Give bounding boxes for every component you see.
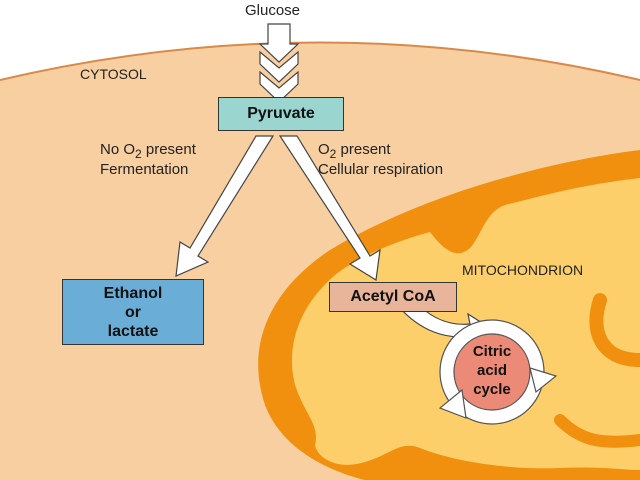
oxygen-text: O bbox=[318, 141, 330, 158]
acetyl-coa-box: Acetyl CoA bbox=[329, 282, 457, 312]
pyruvate-box: Pyruvate bbox=[218, 97, 344, 131]
fermentation-label: Fermentation bbox=[100, 161, 189, 178]
fermentation-arrow bbox=[175, 135, 275, 277]
no-oxygen-subscript: 2 bbox=[135, 147, 142, 161]
citric-cycle-ring bbox=[438, 319, 558, 425]
cellular-respiration-label: Cellular respiration bbox=[318, 161, 444, 178]
oxygen-present: present bbox=[336, 141, 391, 158]
mitochondrion-crista bbox=[589, 293, 640, 367]
glucose-arrow bbox=[258, 23, 300, 103]
citric-text: Citric bbox=[472, 343, 512, 360]
or-text: or bbox=[125, 303, 141, 321]
lactate-text: lactate bbox=[107, 322, 159, 340]
no-oxygen-present: present bbox=[141, 141, 196, 158]
respiration-arrow bbox=[278, 135, 381, 281]
acetyl-coa-text: Acetyl CoA bbox=[350, 288, 436, 305]
citric-acid-cycle-label: Citric acid cycle bbox=[452, 342, 532, 399]
ethanol-lactate-box: Ethanol or lactate bbox=[62, 279, 204, 345]
pyruvate-text: Pyruvate bbox=[247, 105, 315, 122]
mitochondrion-crista bbox=[554, 414, 640, 448]
no-oxygen-text: No O bbox=[100, 141, 136, 158]
no-oxygen-label: No O2 present bbox=[100, 141, 196, 161]
cell-membrane bbox=[0, 41, 640, 81]
glucose-label: Glucose bbox=[245, 2, 301, 19]
cycle-text: cycle bbox=[473, 381, 511, 398]
oxygen-subscript: 2 bbox=[329, 147, 337, 161]
cytosol-label: CYTOSOL bbox=[80, 66, 147, 82]
ethanol-text: Ethanol bbox=[103, 284, 163, 302]
acid-text: acid bbox=[476, 362, 507, 379]
oxygen-label: O2 present bbox=[318, 141, 391, 161]
mitochondrion-label: MITOCHONDRION bbox=[462, 262, 584, 278]
